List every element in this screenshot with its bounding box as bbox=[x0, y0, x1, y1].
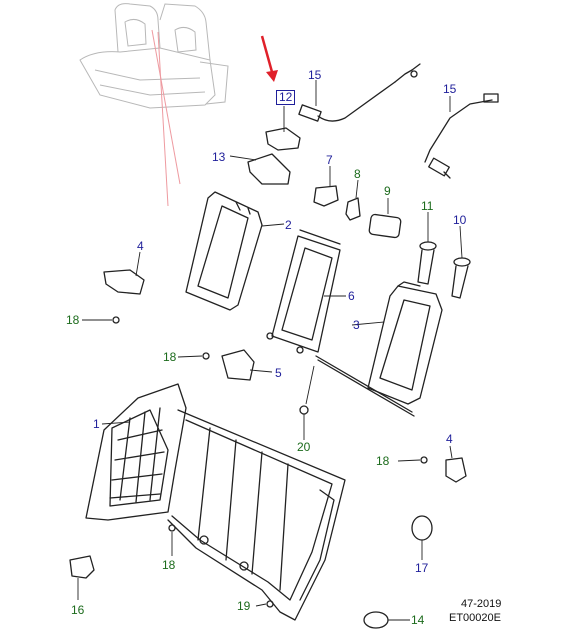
bracket-12 bbox=[265, 127, 301, 151]
bezel-7 bbox=[313, 185, 339, 207]
location-leader-line bbox=[157, 31, 169, 207]
callout-4: 4 bbox=[137, 239, 144, 253]
callout-7: 7 bbox=[326, 153, 333, 167]
grommet-14 bbox=[363, 611, 389, 629]
bolt-19 bbox=[266, 600, 274, 608]
callout-18: 18 bbox=[162, 558, 176, 572]
release-cable-right bbox=[424, 93, 499, 179]
callout-20: 20 bbox=[297, 440, 311, 454]
cover-9 bbox=[368, 213, 402, 239]
bushing-17 bbox=[411, 515, 433, 541]
callout-15: 15 bbox=[308, 68, 322, 82]
callout-18: 18 bbox=[66, 313, 80, 327]
headrest-guide-10 bbox=[451, 257, 471, 299]
plate-5 bbox=[221, 349, 255, 381]
callout-15: 15 bbox=[443, 82, 457, 96]
callout-8: 8 bbox=[354, 167, 361, 181]
date-code: 47-2019 bbox=[461, 598, 502, 610]
callout-11: 11 bbox=[421, 199, 434, 213]
location-leader-line bbox=[151, 29, 181, 185]
leader-lines bbox=[77, 80, 463, 621]
callout-16: 16 bbox=[71, 603, 85, 617]
trim-4-left bbox=[103, 269, 145, 295]
headrest-guide-11 bbox=[417, 241, 437, 285]
bolt-18 bbox=[420, 456, 428, 464]
bolt-18 bbox=[202, 352, 210, 360]
backrest-frame-3 bbox=[367, 281, 443, 405]
callout-1: 1 bbox=[93, 417, 100, 431]
callout-17: 17 bbox=[415, 561, 429, 575]
handle-13 bbox=[247, 153, 291, 185]
seat-back-frame-1 bbox=[85, 383, 346, 621]
trim-4-right bbox=[445, 457, 467, 483]
pivot-rod-20 bbox=[299, 355, 415, 417]
callout-4: 4 bbox=[446, 432, 453, 446]
vehicle-location-thumbnail bbox=[79, 3, 229, 109]
callout-3: 3 bbox=[353, 318, 360, 332]
callout-6: 6 bbox=[348, 289, 355, 303]
backrest-frame-2 bbox=[185, 191, 263, 311]
callout-18: 18 bbox=[163, 350, 177, 364]
callout-18: 18 bbox=[376, 454, 390, 468]
callout-12: 12 bbox=[276, 90, 296, 105]
callout-10: 10 bbox=[453, 213, 467, 227]
callout-14: 14 bbox=[411, 613, 425, 627]
release-cable-left bbox=[298, 63, 421, 122]
red-indicator-arrow bbox=[260, 35, 278, 82]
clip-8 bbox=[345, 197, 361, 221]
bolt-18 bbox=[168, 524, 176, 532]
illustration-id: ET00020E bbox=[449, 612, 501, 624]
cap-16 bbox=[69, 555, 95, 579]
callout-5: 5 bbox=[275, 366, 282, 380]
backrest-frame-6 bbox=[266, 229, 341, 354]
callout-2: 2 bbox=[285, 218, 292, 232]
callout-9: 9 bbox=[384, 184, 391, 198]
callout-13: 13 bbox=[212, 150, 226, 164]
callout-19: 19 bbox=[237, 599, 251, 613]
bolt-18 bbox=[112, 316, 120, 324]
